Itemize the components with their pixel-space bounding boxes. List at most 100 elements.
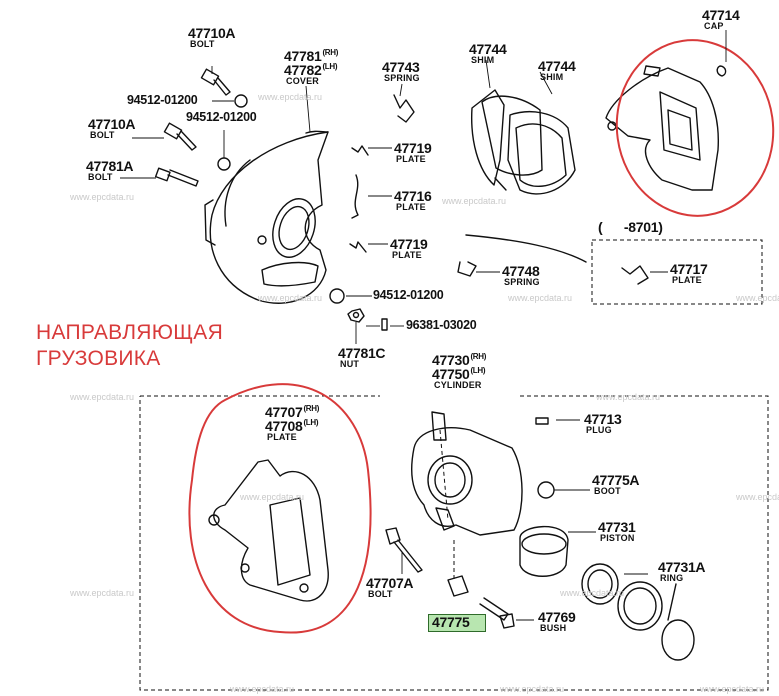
watermark: www.epcdata.ru	[596, 392, 661, 402]
part-name: PLATE	[396, 154, 426, 164]
part-name: CYLINDER	[434, 380, 482, 390]
piston-parts-drawing	[519, 481, 695, 661]
part-label-94512-b[interactable]: 94512-01200	[186, 110, 257, 124]
part-label-47781C[interactable]: 47781C NUT	[338, 345, 386, 369]
part-label-47781A[interactable]: 47781A BOLT	[86, 158, 134, 182]
part-label-94512-c[interactable]: 94512-01200	[373, 288, 444, 302]
part-label-94512-a[interactable]: 94512-01200	[127, 93, 198, 107]
part-label-96381[interactable]: 96381-03020	[406, 318, 477, 332]
dust-cover-drawing	[204, 130, 329, 304]
part-label-47719-a[interactable]: 47719 PLATE	[394, 140, 432, 164]
watermark: www.epcdata.ru	[442, 196, 507, 206]
part-name: BOLT	[88, 172, 113, 182]
part-name: BOLT	[90, 130, 115, 140]
part-name: COVER	[286, 76, 320, 86]
mounting-plate-drawing	[208, 459, 329, 602]
part-number: 47781(RH)	[284, 48, 339, 64]
annotation-line-2: ГРУЗОВИКА	[36, 347, 161, 371]
watermark: www.epcdata.ru	[70, 588, 135, 598]
part-number: 47748	[502, 263, 540, 279]
part-number: 47717	[670, 261, 708, 277]
part-number: 47708(LH)	[265, 418, 319, 434]
watermark: www.epcdata.ru	[500, 684, 565, 694]
part-number: 47719	[394, 140, 432, 156]
part-label-47769[interactable]: 47769 BUSH	[538, 610, 576, 633]
part-label-47744-b[interactable]: 47744 SHIM	[538, 59, 576, 82]
part-name: NUT	[340, 359, 360, 369]
part-number: 47716	[394, 188, 432, 204]
part-name: SPRING	[384, 73, 420, 83]
part-label-47707A[interactable]: 47707A BOLT	[366, 576, 414, 599]
part-name: BOLT	[368, 589, 393, 599]
watermark: www.epcdata.ru	[70, 192, 135, 202]
red-annotation-marks	[188, 39, 775, 634]
part-number: 47710A	[188, 25, 236, 41]
part-name: CAP	[704, 21, 724, 31]
annotation-line-1: НАПРАВЛЯЮЩАЯ	[36, 321, 224, 344]
part-label-47731[interactable]: 47731 PISTON	[598, 520, 636, 543]
part-name: PLATE	[396, 202, 426, 212]
part-number: 47744	[469, 41, 507, 57]
part-number: ( -8701)	[598, 219, 663, 235]
part-label-47710A-left[interactable]: 47710A BOLT	[88, 116, 136, 140]
part-label-47710A-top[interactable]: 47710A BOLT	[188, 25, 236, 49]
watermark: www.epcdata.ru	[240, 492, 305, 502]
watermark: www.epcdata.ru	[508, 293, 573, 303]
part-number: 47731A	[658, 559, 706, 575]
part-name: SHIM	[471, 55, 495, 65]
leader-lines	[120, 30, 727, 621]
part-number: 47781A	[86, 158, 134, 174]
part-label-47743[interactable]: 47743 SPRING	[382, 60, 420, 83]
part-label-47748[interactable]: 47748 SPRING	[502, 264, 540, 287]
part-number: 96381-03020	[406, 318, 477, 332]
bolts-lower-drawing	[385, 527, 515, 629]
part-label-47730-47750[interactable]: 47730(RH) 47750(LH) CYLINDER	[432, 353, 486, 390]
part-name: PLATE	[392, 250, 422, 260]
watermark: www.epcdata.ru	[230, 684, 295, 694]
part-number: 47730(RH)	[432, 352, 487, 368]
part-name: PLATE	[267, 432, 297, 442]
annotation-text: НАПРАВЛЯЮЩАЯ ГРУЗОВИКА	[36, 320, 223, 373]
part-label-47707-47708[interactable]: 47707(RH) 47708(LH) PLATE	[265, 405, 319, 442]
part-number: 47713	[584, 411, 622, 427]
part-number: 47775	[432, 614, 470, 630]
part-label-date-range: ( -8701)	[598, 220, 663, 234]
watermark: www.epcdata.ru	[70, 392, 135, 402]
part-number: 47781C	[338, 345, 386, 361]
watermark: www.epcdata.ru	[736, 293, 779, 303]
part-label-47775[interactable]: 47775	[432, 614, 470, 630]
part-number: 94512-01200	[373, 288, 444, 302]
part-number: 47710A	[88, 116, 136, 132]
part-name: BOOT	[594, 486, 621, 496]
part-label-47714[interactable]: 47714 CAP	[702, 8, 740, 31]
part-name: PLUG	[586, 425, 612, 435]
watermark: www.epcdata.ru	[258, 92, 323, 102]
part-number: 47719	[390, 236, 428, 252]
dashed-frame	[139, 239, 769, 691]
bolts-drawing	[154, 68, 388, 331]
part-number: 94512-01200	[127, 93, 198, 107]
part-number: 47775A	[592, 472, 640, 488]
part-label-47716[interactable]: 47716 PLATE	[394, 188, 432, 212]
part-name: RING	[660, 573, 684, 583]
part-name: PISTON	[600, 533, 635, 543]
part-label-47713[interactable]: 47713 PLUG	[584, 411, 622, 435]
part-name: BUSH	[540, 623, 567, 633]
part-name: SPRING	[504, 277, 540, 287]
part-label-47775A[interactable]: 47775A BOOT	[592, 472, 640, 496]
highlight-box	[428, 614, 486, 632]
cylinder-drawing	[411, 411, 549, 536]
part-label-47781-47782[interactable]: 47781(RH) 47782(LH) COVER	[284, 49, 338, 86]
part-number: 47782(LH)	[284, 62, 338, 78]
part-label-47731A[interactable]: 47731A RING	[658, 559, 706, 583]
part-label-47719-b[interactable]: 47719 PLATE	[390, 236, 428, 260]
part-name: PLATE	[672, 275, 702, 285]
part-label-47744-a[interactable]: 47744 SHIM	[469, 41, 507, 65]
part-label-47717[interactable]: 47717 PLATE	[670, 261, 708, 285]
watermark: www.epcdata.ru	[560, 588, 625, 598]
part-number: 94512-01200	[186, 110, 257, 124]
spring-plates-drawing	[349, 94, 649, 285]
part-name: BOLT	[190, 39, 215, 49]
